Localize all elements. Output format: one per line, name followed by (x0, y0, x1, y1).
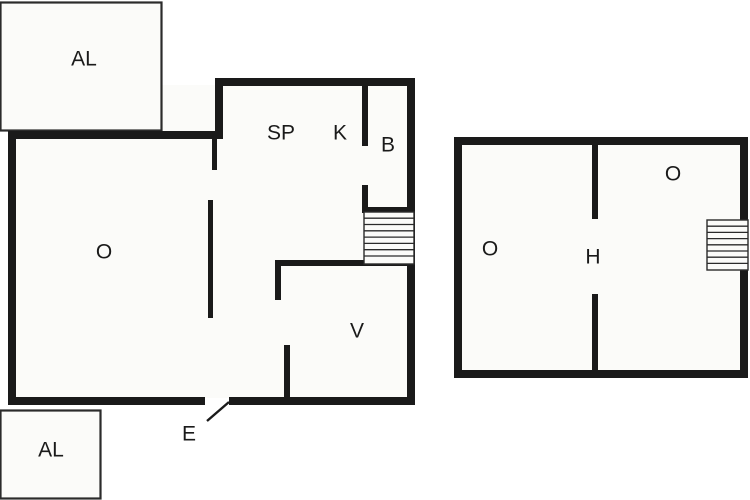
stair-right (706, 219, 749, 271)
room-label-e-entrance: E (181, 422, 197, 446)
room-label-sp: SP (266, 121, 296, 145)
wall-right-bottom (454, 370, 748, 378)
room-label-b: B (380, 133, 396, 157)
right-building-partitions (592, 145, 598, 370)
wall-right-left (454, 137, 462, 378)
entrance-door-leaf (206, 401, 230, 422)
partition-sp-v-horizontal (275, 260, 414, 266)
partition-o-sp-upper-stub (212, 139, 217, 170)
room-label-al-top: AL (71, 47, 97, 71)
partition-v-lower (284, 345, 290, 400)
stair-main-body (363, 211, 415, 265)
partition-hall-upper (592, 145, 598, 219)
wall-right-top (454, 137, 748, 145)
partition-hall-lower (592, 294, 598, 370)
annex-bottom-left-outline (0, 409, 102, 500)
partition-v-upper-stub (275, 260, 281, 300)
wall-main-top-upper-block (215, 78, 415, 86)
wall-main-left (8, 131, 16, 405)
wall-main-bottom-left-segment (8, 397, 205, 405)
partition-o-sp-middle (208, 200, 213, 318)
stair-main (363, 211, 415, 265)
room-label-al-bottom: AL (38, 438, 64, 462)
floor-right-building (461, 144, 741, 371)
room-label-o-main-left: O (95, 240, 113, 264)
wall-main-jog-vertical (215, 78, 223, 139)
floor-annex-bottom (1, 411, 100, 498)
room-label-h-hall: H (585, 245, 601, 269)
entrance-door (206, 401, 230, 422)
room-label-v: V (349, 319, 365, 343)
room-label-k: K (332, 121, 348, 145)
room-label-o-right-left: O (481, 237, 499, 261)
partition-b-bottom (362, 207, 415, 213)
annex-top-left-outline (0, 1, 163, 132)
room-label-o-right-top: O (664, 162, 682, 186)
partition-k-b-upper (362, 86, 368, 146)
wall-main-top-left-wing (8, 131, 220, 139)
floor-annex-top (1, 3, 161, 130)
partition-k-b-lower (362, 185, 368, 213)
wall-main-bottom-right-segment (229, 397, 415, 405)
main-building-partitions (208, 86, 415, 400)
